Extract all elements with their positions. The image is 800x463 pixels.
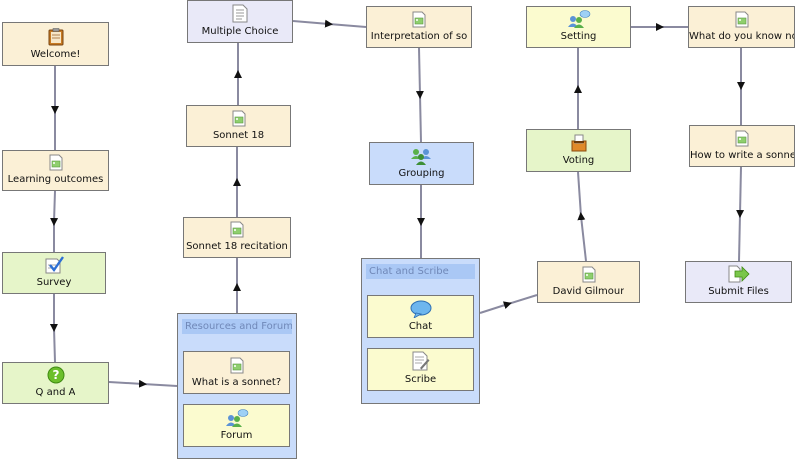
- activity-label: Voting: [562, 155, 595, 166]
- submit-arrow-icon: [728, 265, 750, 283]
- document-image-icon: [412, 11, 426, 28]
- activity-multiple-choice[interactable]: Multiple Choice: [187, 0, 293, 43]
- speech-bubble-icon: [410, 300, 431, 318]
- activity-how-to-write-a-sonnet[interactable]: How to write a sonne: [689, 125, 795, 167]
- activity-label: Sonnet 18 recitation: [186, 241, 288, 252]
- activity-setting[interactable]: Setting: [526, 6, 631, 48]
- activity-label: What do you know now?: [689, 31, 794, 42]
- connector-interp-grouping: [415, 47, 424, 143]
- activity-survey[interactable]: Survey: [2, 252, 106, 294]
- activity-label: What is a sonnet?: [191, 377, 282, 388]
- connector-qa-resources: [108, 379, 178, 388]
- document-image-icon: [49, 154, 62, 171]
- connector-survey-qa: [49, 294, 58, 363]
- activity-sonnet-18-recitation[interactable]: Sonnet 18 recitation: [183, 217, 291, 258]
- activity-label: David Gilmour: [552, 286, 625, 297]
- activity-label: Interpretation of so: [370, 31, 468, 42]
- activity-chat[interactable]: Chat: [367, 295, 474, 338]
- activity-label: Scribe: [404, 374, 437, 385]
- document-image-icon: [735, 130, 749, 147]
- group-people-icon: [410, 149, 431, 165]
- document-pencil-icon: [412, 351, 429, 371]
- document-image-icon: [230, 357, 243, 374]
- connector-gilmour-voting: [577, 171, 587, 262]
- activity-label: Chat: [408, 321, 433, 332]
- activity-label: Grouping: [398, 168, 445, 179]
- activity-label: Learning outcomes: [7, 174, 104, 185]
- document-image-icon: [582, 266, 595, 283]
- activity-label: Q and A: [35, 387, 76, 398]
- activity-what-is-a-sonnet[interactable]: What is a sonnet?: [183, 351, 290, 394]
- people-chat-icon: [225, 409, 248, 427]
- document-image-icon: [232, 110, 245, 127]
- connector-howto-submit: [736, 166, 745, 262]
- connector-chatscribe-gilmour: [479, 294, 538, 314]
- activity-grouping[interactable]: Grouping: [369, 142, 474, 185]
- activity-voting[interactable]: Voting: [526, 129, 631, 172]
- activity-label: Welcome!: [30, 49, 81, 60]
- activity-scribe[interactable]: Scribe: [367, 348, 474, 391]
- activity-q-and-a[interactable]: ? Q and A: [2, 362, 109, 404]
- clipboard-icon: [48, 28, 63, 46]
- activity-learning-outcomes[interactable]: Learning outcomes: [2, 150, 109, 191]
- question-icon: ?: [47, 366, 64, 384]
- connector-learning-survey: [50, 190, 59, 252]
- document-image-icon: [230, 221, 244, 238]
- activity-label: Sonnet 18: [212, 130, 265, 141]
- activity-label: Multiple Choice: [201, 26, 279, 37]
- document-list-icon: [232, 4, 248, 23]
- container-title: Chat and Scribe: [366, 264, 475, 279]
- activity-label: Setting: [560, 31, 597, 42]
- activity-david-gilmour[interactable]: David Gilmour: [537, 261, 640, 303]
- activity-label: How to write a sonne: [690, 150, 794, 161]
- container-title: Resources and Forum: [182, 319, 292, 334]
- activity-label: Submit Files: [708, 286, 769, 297]
- activity-submit-files[interactable]: Submit Files: [685, 261, 792, 303]
- activity-what-do-you-know-now[interactable]: What do you know now?: [688, 6, 795, 48]
- people-chat-icon: [567, 10, 590, 28]
- activity-forum[interactable]: Forum: [183, 404, 290, 447]
- activity-interpretation[interactable]: Interpretation of so: [366, 6, 472, 48]
- ballot-box-icon: [571, 134, 586, 152]
- activity-label: Forum: [220, 430, 253, 441]
- activity-sonnet-18[interactable]: Sonnet 18: [186, 105, 291, 147]
- document-image-icon: [735, 11, 748, 28]
- svg-text:?: ?: [52, 368, 59, 382]
- activity-welcome[interactable]: Welcome!: [2, 22, 109, 66]
- survey-checkmark-icon: [45, 256, 64, 274]
- activity-label: Survey: [36, 277, 72, 288]
- connector-mc-interp: [292, 19, 367, 28]
